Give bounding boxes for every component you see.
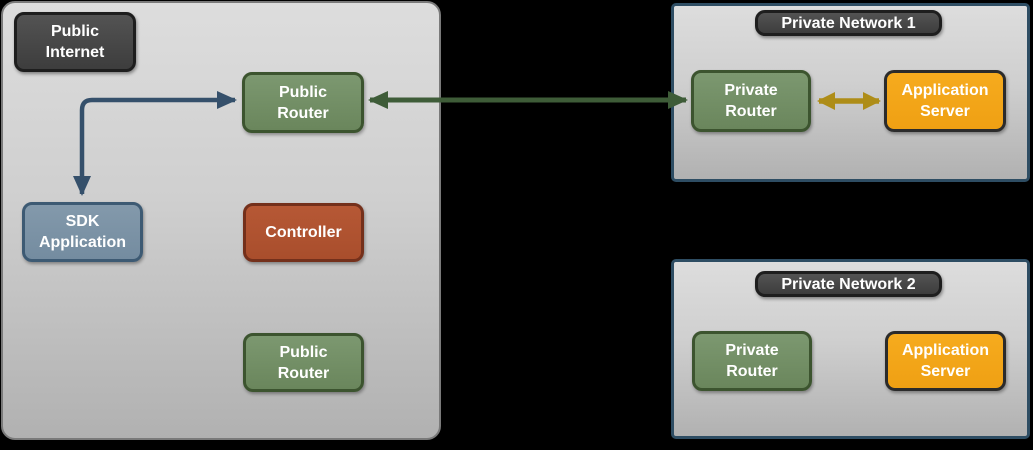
node-label: Private Router: [725, 342, 779, 380]
node-label: Public Router: [277, 343, 330, 382]
node-label: SDK Application: [38, 213, 127, 251]
node-pn2-private-router: Private Router: [692, 331, 812, 391]
zone-public-internet: Public Internet Public Router SDK Applic…: [1, 1, 441, 440]
zone-label-text: Private Network 2: [781, 275, 916, 293]
zone-label-private-network-2: Private Network 2: [755, 271, 942, 297]
node-public-router-bottom: Public Router: [243, 333, 364, 392]
zone-label-text: Private Network 1: [781, 14, 916, 32]
node-label: Controller: [265, 224, 342, 241]
zone-label-text: Public Internet: [45, 23, 105, 61]
node-pn1-application-server: Application Server: [884, 70, 1006, 132]
node-label: Application Server: [901, 342, 990, 380]
node-pn2-application-server: Application Server: [885, 331, 1006, 391]
node-public-router-top: Public Router: [242, 72, 364, 133]
zone-label-public-internet: Public Internet: [14, 12, 136, 72]
node-label: Private Router: [724, 82, 778, 120]
zone-private-network-2: Private Network 2 Private Router Applica…: [671, 259, 1030, 439]
node-pn1-private-router: Private Router: [691, 70, 811, 132]
node-label: Public Router: [277, 83, 329, 122]
node-controller: Controller: [243, 203, 364, 262]
node-sdk-application: SDK Application: [22, 202, 143, 262]
node-label: Application Server: [901, 82, 989, 120]
zone-private-network-1: Private Network 1 Private Router Applica…: [671, 3, 1030, 182]
zone-label-private-network-1: Private Network 1: [755, 10, 942, 36]
